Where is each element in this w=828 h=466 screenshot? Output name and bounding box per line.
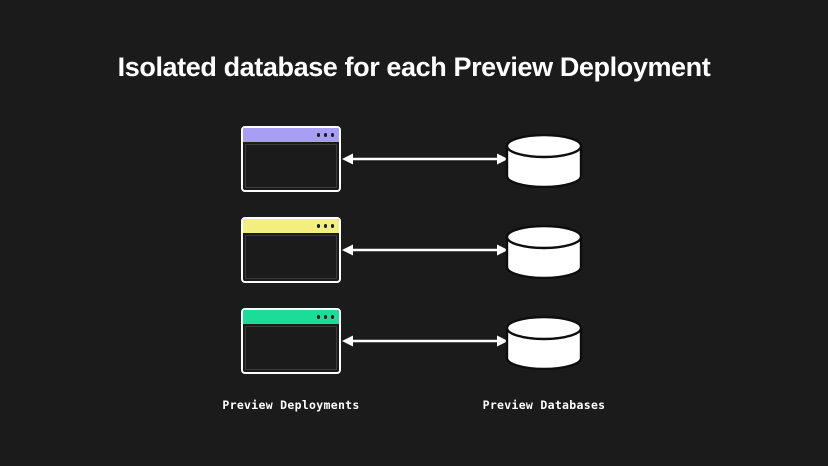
window-controls	[316, 315, 334, 319]
preview-deployment-window[interactable]	[241, 126, 341, 192]
window-controls	[316, 224, 334, 228]
column-captions: Preview Deployments Preview Databases	[0, 398, 828, 420]
browser-window-titlebar	[243, 128, 339, 142]
window-control-dot-icon	[323, 133, 327, 137]
window-control-dot-icon	[323, 224, 327, 228]
window-controls	[316, 133, 334, 137]
window-control-dot-icon	[316, 133, 320, 137]
window-control-dot-icon	[323, 315, 327, 319]
architecture-diagram	[0, 120, 828, 400]
preview-database-cylinder-icon[interactable]	[505, 134, 583, 188]
mapping-row	[0, 120, 828, 210]
mapping-row	[0, 302, 828, 392]
preview-database-cylinder-icon[interactable]	[505, 316, 583, 370]
window-control-dot-icon	[330, 133, 334, 137]
preview-deployment-window[interactable]	[241, 308, 341, 374]
browser-window-titlebar	[243, 219, 339, 233]
double-headed-arrow-icon	[342, 153, 508, 165]
window-control-dot-icon	[316, 315, 320, 319]
browser-window-viewport	[245, 235, 337, 279]
browser-window-titlebar	[243, 310, 339, 324]
preview-deployment-window[interactable]	[241, 217, 341, 283]
preview-deployments-caption: Preview Deployments	[222, 398, 360, 412]
window-control-dot-icon	[330, 224, 334, 228]
window-control-dot-icon	[316, 224, 320, 228]
window-control-dot-icon	[330, 315, 334, 319]
browser-window-viewport	[245, 326, 337, 370]
double-headed-arrow-icon	[342, 244, 508, 256]
browser-window-viewport	[245, 144, 337, 188]
page-title: Isolated database for each Preview Deplo…	[117, 52, 711, 82]
double-headed-arrow-icon	[342, 335, 508, 347]
mapping-row	[0, 211, 828, 301]
preview-databases-caption: Preview Databases	[482, 398, 606, 412]
preview-database-cylinder-icon[interactable]	[505, 225, 583, 279]
